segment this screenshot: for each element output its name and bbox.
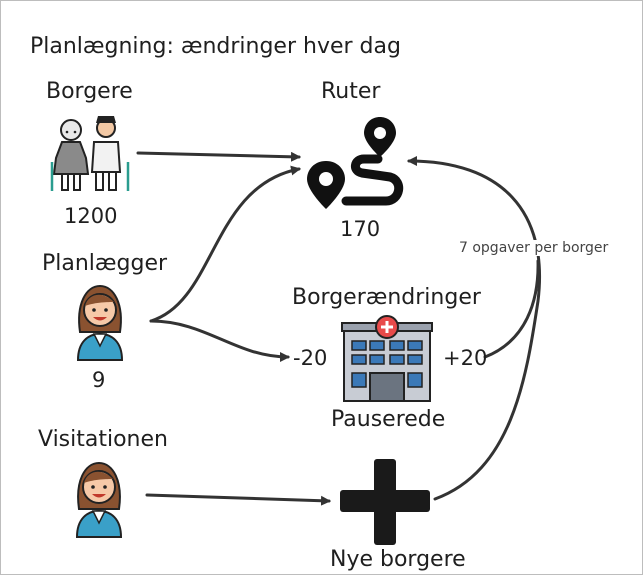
woman-avatar-icon (75, 461, 123, 538)
diagram-title: Planlægning: ændringer hver dag (30, 34, 401, 59)
pauserede-label: Pauserede (331, 407, 446, 432)
arrow-visitationen-to-nye-borgere (145, 493, 331, 506)
woman-avatar-icon (76, 284, 124, 361)
arrow-planlaegger-to-ruter (149, 165, 301, 323)
arrow-plus-to-ruter (483, 259, 540, 359)
planlaegger-label: Planlægger (42, 251, 168, 276)
ruter-count: 170 (340, 217, 381, 241)
arrow-nye-borgere-to-ruter (407, 156, 541, 501)
nye-borgere-label: Nye borgere (330, 547, 466, 572)
arrow-planlaegger-to-borgerandringer (149, 319, 290, 362)
hospital-icon (341, 315, 433, 402)
borgerandringer-label: Borgerændringer (292, 285, 481, 310)
borgere-count: 1200 (64, 204, 118, 228)
route-icon (307, 117, 404, 209)
arrow-borgere-to-ruter (136, 151, 301, 162)
opgaver-label: 7 opgaver per borger (457, 240, 611, 256)
ruter-label: Ruter (321, 79, 381, 104)
minus-change-label: -20 (293, 346, 328, 370)
borgere-label: Borgere (46, 79, 133, 104)
planlaegger-count: 9 (92, 368, 106, 392)
elderly-couple-icon (50, 116, 130, 191)
plus-change-label: +20 (443, 346, 488, 370)
visitationen-label: Visitationen (38, 427, 168, 452)
plus-icon (340, 459, 430, 545)
